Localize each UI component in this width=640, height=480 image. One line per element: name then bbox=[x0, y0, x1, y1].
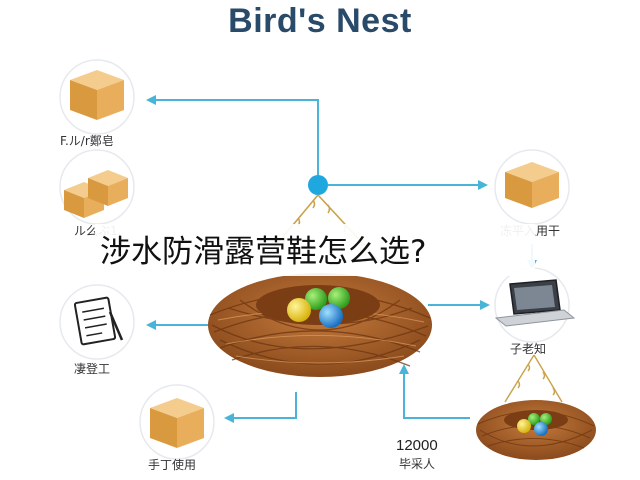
label-box-bottom-left: 手丁使用 bbox=[148, 458, 197, 472]
egg-icon bbox=[287, 298, 311, 322]
connector-lines bbox=[146, 95, 537, 423]
egg-icon bbox=[534, 422, 548, 436]
document-icon bbox=[73, 296, 124, 346]
egg-icon bbox=[540, 413, 552, 425]
hub-node-icon bbox=[308, 175, 328, 195]
box-icon bbox=[70, 70, 124, 120]
main-nest-eggs bbox=[287, 287, 350, 328]
diagram-title: Bird's Nest bbox=[228, 2, 412, 40]
arrow-up-from-small-nest bbox=[399, 364, 470, 419]
small-nest-number: 12000 bbox=[396, 437, 438, 454]
egg-icon bbox=[528, 413, 540, 425]
box-icon bbox=[150, 398, 204, 448]
arrow-to-top-left-box bbox=[146, 95, 319, 178]
overlay-caption: 涉水防滑露营鞋怎么选? bbox=[100, 234, 427, 270]
box-icon bbox=[505, 162, 559, 208]
egg-icon bbox=[305, 288, 327, 310]
box-icon bbox=[64, 170, 128, 218]
egg-icon bbox=[517, 419, 531, 433]
label-laptop: 子老知 bbox=[510, 342, 547, 356]
egg-icon bbox=[319, 304, 343, 328]
label-document: 凄登工 bbox=[74, 362, 111, 376]
caption-banner-background bbox=[95, 224, 535, 276]
main-nest-icon bbox=[208, 273, 432, 377]
small-nest-caption: 毕采人 bbox=[399, 457, 436, 471]
small-nest-icon bbox=[476, 400, 596, 460]
small-nest-chain bbox=[504, 354, 563, 403]
laptop-icon bbox=[494, 279, 576, 327]
arrow-to-bottom-left-box bbox=[224, 392, 297, 423]
egg-icon bbox=[328, 287, 350, 309]
label-box-top-left: F.ル/r鄭皂 bbox=[60, 134, 114, 148]
